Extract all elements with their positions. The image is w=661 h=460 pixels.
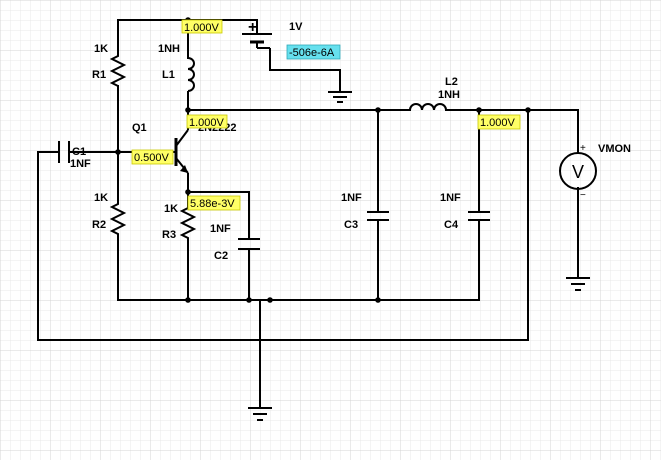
inductor-l2[interactable]: L2 1NH [409,76,460,111]
ground-vmon [566,277,590,291]
l1-value: 1NH [158,43,180,55]
ground-icon [328,91,352,103]
probe-output[interactable]: 1.000V [477,114,521,130]
ground-main [248,407,272,421]
inductor-icon [409,103,448,111]
battery-icon [242,33,272,56]
q1-name: Q1 [132,122,147,134]
capacitor-c4[interactable]: 1NF C4 [440,192,490,231]
capacitor-c1[interactable]: C1 1NF [58,141,91,170]
r2-name: R2 [92,219,106,231]
vmon-plus: + [580,143,586,154]
probe-output-text: 1.000V [480,117,516,129]
r1-value: 1K [94,43,108,55]
c2-value: 1NF [210,223,231,235]
vmon-symbol: V [572,162,584,182]
resistor-r3[interactable]: 1K R3 [162,191,197,242]
probe-collector-text: 1.000V [189,117,225,129]
c1-name: C1 [72,146,86,158]
inductor-icon [187,57,195,92]
resistor-r2[interactable]: 1K R2 [92,192,127,238]
vsrc-value: 1V [289,21,303,33]
capacitor-icon [58,141,70,163]
probe-top-node[interactable]: 1.000V [181,19,223,34]
probe-current-text: -506e-6A [289,47,335,59]
probe-current[interactable]: -506e-6A [286,44,341,60]
l2-value: 1NH [438,89,460,101]
capacitor-c2[interactable]: 1NF C2 [210,223,260,262]
resistor-icon [109,200,127,238]
c3-value: 1NF [341,192,362,204]
capacitor-icon [367,211,389,221]
resistor-icon [109,52,127,87]
vsrc-plus: + [248,19,257,36]
probe-collector[interactable]: 1.000V [186,114,228,129]
voltmeter-vmon[interactable]: V + − VMON [559,140,631,201]
c4-name: C4 [444,219,459,231]
r1-name: R1 [92,69,106,81]
ground-icon [566,277,590,291]
r3-value: 1K [164,203,178,215]
voltage-source[interactable]: + 1V [242,19,303,56]
resistor-icon [179,204,197,242]
probe-emitter-text: 5.88e-3V [190,198,235,210]
capacitor-c3[interactable]: 1NF C3 [341,192,389,231]
c3-name: C3 [344,219,358,231]
vmon-minus: − [580,190,586,201]
c1-value: 1NF [70,158,91,170]
l2-name: L2 [445,76,458,88]
capacitor-icon [468,211,490,221]
l1-name: L1 [162,69,175,81]
c2-name: C2 [214,250,228,262]
ground-top [328,91,352,103]
vmon-name: VMON [598,143,631,155]
r3-name: R3 [162,229,176,241]
capacitor-icon [238,238,260,250]
resistor-r1[interactable]: 1K R1 [92,43,127,87]
probe-base[interactable]: 0.500V [131,149,174,165]
ground-icon [248,407,272,421]
probe-base-text: 0.500V [134,152,170,164]
c4-value: 1NF [440,192,461,204]
r2-value: 1K [94,192,108,204]
probe-top-node-text: 1.000V [184,22,220,34]
inductor-l1[interactable]: 1NH L1 [158,43,195,92]
probe-emitter[interactable]: 5.88e-3V [187,195,241,211]
